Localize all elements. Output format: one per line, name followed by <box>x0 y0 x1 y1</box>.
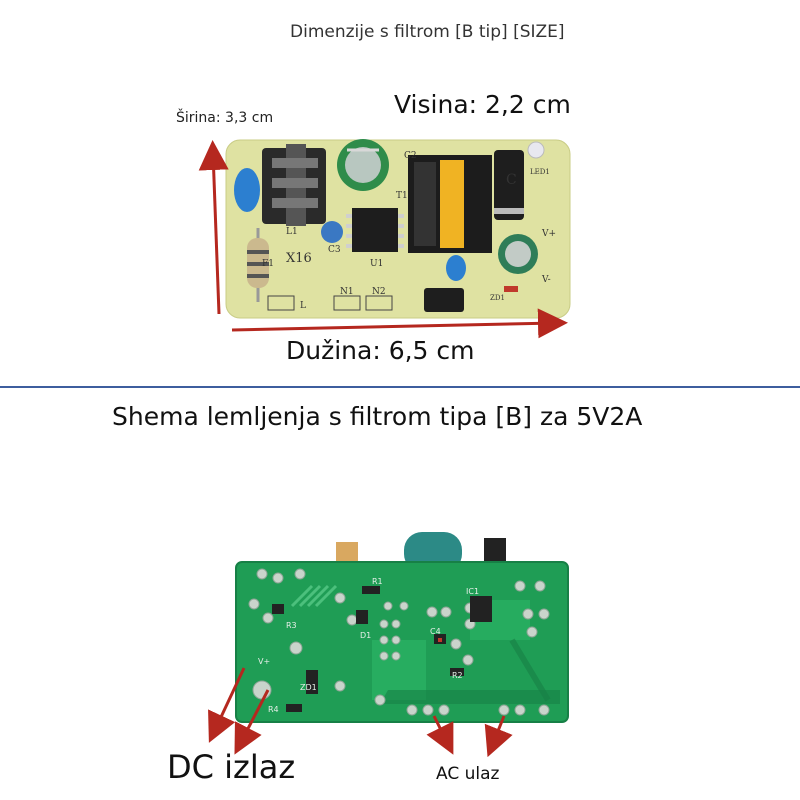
diode-top <box>484 538 506 568</box>
input-electrolytic-capacitor <box>337 139 389 191</box>
top-pcb-board: L1 F1 C2 T1 C3 U1 C LED1 V+ V- ZD1 N1 N2… <box>225 139 571 319</box>
silk-c2: C2 <box>404 151 417 161</box>
header-l <box>267 295 295 311</box>
length-arrow <box>231 308 568 339</box>
silk-zd1: ZD1 <box>490 294 505 302</box>
silk-vplus: V+ <box>541 229 556 239</box>
silk-u1: U1 <box>370 259 383 269</box>
silk-c3: C3 <box>328 245 341 255</box>
dc-output-label: DC izlaz <box>167 748 296 786</box>
silk-ic1: IC1 <box>466 587 479 596</box>
silk-vplus-bottom: V+ <box>258 657 270 666</box>
ac-input-label: AC ulaz <box>436 764 500 784</box>
height-label: Visina: 2,2 cm <box>394 90 571 119</box>
header-n1 <box>333 295 361 311</box>
output-diode <box>494 150 524 220</box>
silk-l1: L1 <box>286 227 298 237</box>
dc-arrow-1 <box>208 667 246 743</box>
silk-c4: C4 <box>430 627 441 636</box>
silk-c: C <box>506 172 517 188</box>
bottom-pcb-board: R1 R3 D1 C4 R2 R4 IC1 V+ ZD1 <box>235 532 569 723</box>
led1 <box>527 141 545 159</box>
silk-led1: LED1 <box>530 168 550 176</box>
transformer-t1 <box>408 155 492 253</box>
silk-n1: N1 <box>340 287 354 297</box>
length-label: Dužina: 6,5 cm <box>286 336 475 365</box>
output-electrolytic-capacitor <box>498 234 538 274</box>
section-divider <box>0 386 800 388</box>
silk-model: X16 <box>286 251 312 266</box>
silk-r4: R4 <box>268 705 279 714</box>
dc-arrow-2 <box>234 689 270 755</box>
header-n2 <box>365 295 393 311</box>
silk-l: L <box>300 301 306 311</box>
bridge-rectifier <box>424 288 464 312</box>
silk-r1: R1 <box>372 577 383 586</box>
inductor-l1 <box>262 144 326 226</box>
silk-vminus: V- <box>541 275 551 285</box>
silk-r3: R3 <box>286 621 297 630</box>
ac-arrow-1 <box>426 715 454 755</box>
silk-r2: R2 <box>452 671 463 680</box>
section-title: Shema lemljenja s filtrom tipa [B] za 5V… <box>112 402 643 431</box>
width-label: Širina: 3,3 cm <box>176 110 274 126</box>
width-arrow <box>198 140 229 315</box>
silk-n2: N2 <box>372 287 386 297</box>
silk-zd1-bottom: ZD1 <box>300 683 317 692</box>
ac-arrow-2 <box>484 715 513 758</box>
top-caption: Dimenzije s filtrom [B tip] [SIZE] <box>290 22 565 42</box>
fuse-resistor-f1 <box>247 228 269 302</box>
zener-zd1 <box>504 286 518 292</box>
blue-capacitor <box>234 168 260 212</box>
silk-d1: D1 <box>360 631 371 640</box>
silk-t1: T1 <box>396 191 408 201</box>
silk-f1: F1 <box>262 259 274 269</box>
capacitor-c3 <box>321 221 343 243</box>
ic-u1 <box>346 208 404 252</box>
y-capacitor <box>446 255 466 281</box>
